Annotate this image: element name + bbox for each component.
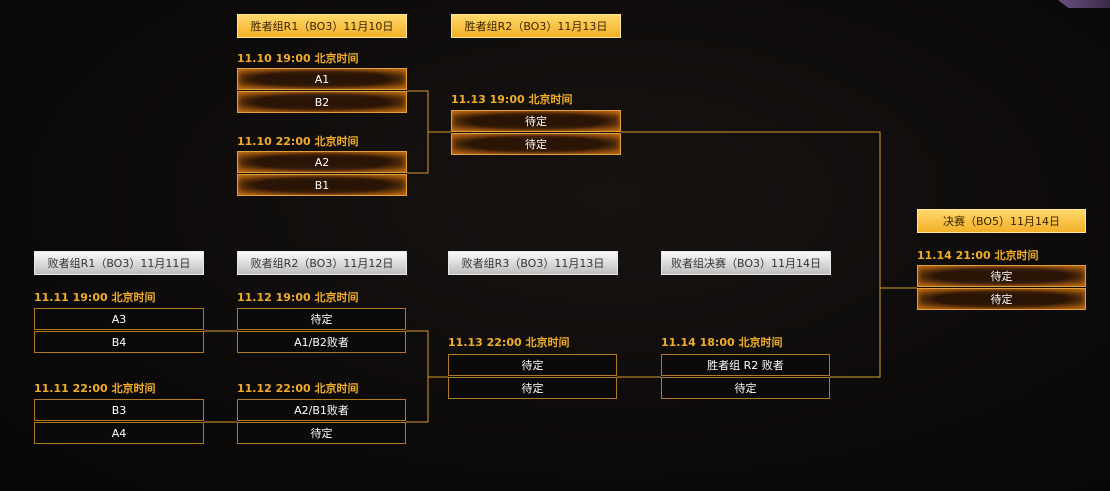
match-time-lf: 11.14 18:00 北京时间 <box>661 336 783 349</box>
header-losers-r3: 败者组R3（BO3）11月13日 <box>448 251 618 275</box>
header-winners-r1: 胜者组R1（BO3）11月10日 <box>237 14 407 38</box>
team-slot-l2a-bottom[interactable]: A1/B2败者 <box>237 331 406 353</box>
team-slot-lf-bottom[interactable]: 待定 <box>661 377 830 399</box>
line-lf-final <box>830 288 881 378</box>
team-slot-w1b-bottom[interactable]: B1 <box>237 174 407 196</box>
line-l2b <box>406 377 429 423</box>
header-losers-final: 败者组决赛（BO3）11月14日 <box>661 251 831 275</box>
team-slot-w1a-bottom[interactable]: B2 <box>237 91 407 113</box>
team-slot-l2a-top[interactable]: 待定 <box>237 308 406 330</box>
header-final: 决赛（BO5）11月14日 <box>917 209 1086 233</box>
team-slot-l3-bottom[interactable]: 待定 <box>448 377 617 399</box>
match-time-w2: 11.13 19:00 北京时间 <box>451 93 573 106</box>
team-slot-final-bottom[interactable]: 待定 <box>917 288 1086 310</box>
team-slot-l2b-top[interactable]: A2/B1败者 <box>237 399 406 421</box>
team-slot-final-top[interactable]: 待定 <box>917 265 1086 287</box>
match-time-l2b: 11.12 22:00 北京时间 <box>237 382 359 395</box>
team-slot-l1b-bottom[interactable]: A4 <box>34 422 204 444</box>
match-time-l1a: 11.11 19:00 北京时间 <box>34 291 156 304</box>
line-w2-final <box>621 131 917 289</box>
team-slot-l1b-top[interactable]: B3 <box>34 399 204 421</box>
team-slot-l3-top[interactable]: 待定 <box>448 354 617 376</box>
team-slot-lf-top[interactable]: 胜者组 R2 败者 <box>661 354 830 376</box>
match-time-l2a: 11.12 19:00 北京时间 <box>237 291 359 304</box>
team-slot-w2-bottom[interactable]: 待定 <box>451 133 621 155</box>
header-winners-r2: 胜者组R2（BO3）11月13日 <box>451 14 621 38</box>
team-slot-w2-top[interactable]: 待定 <box>451 110 621 132</box>
match-time-w1b: 11.10 22:00 北京时间 <box>237 135 359 148</box>
team-slot-l2b-bottom[interactable]: 待定 <box>237 422 406 444</box>
match-time-final: 11.14 21:00 北京时间 <box>917 249 1039 262</box>
match-time-l3: 11.13 22:00 北京时间 <box>448 336 570 349</box>
header-losers-r1: 败者组R1（BO3）11月11日 <box>34 251 204 275</box>
team-slot-l1a-top[interactable]: A3 <box>34 308 204 330</box>
line-l2a <box>406 330 448 378</box>
team-slot-l1a-bottom[interactable]: B4 <box>34 331 204 353</box>
match-time-w1a: 11.10 19:00 北京时间 <box>237 52 359 65</box>
match-time-l1b: 11.11 22:00 北京时间 <box>34 382 156 395</box>
line-w1a <box>407 90 451 133</box>
line-w1b <box>407 132 429 174</box>
corner-decoration <box>1058 0 1110 8</box>
header-losers-r2: 败者组R2（BO3）11月12日 <box>237 251 407 275</box>
team-slot-w1a-top[interactable]: A1 <box>237 68 407 90</box>
team-slot-w1b-top[interactable]: A2 <box>237 151 407 173</box>
